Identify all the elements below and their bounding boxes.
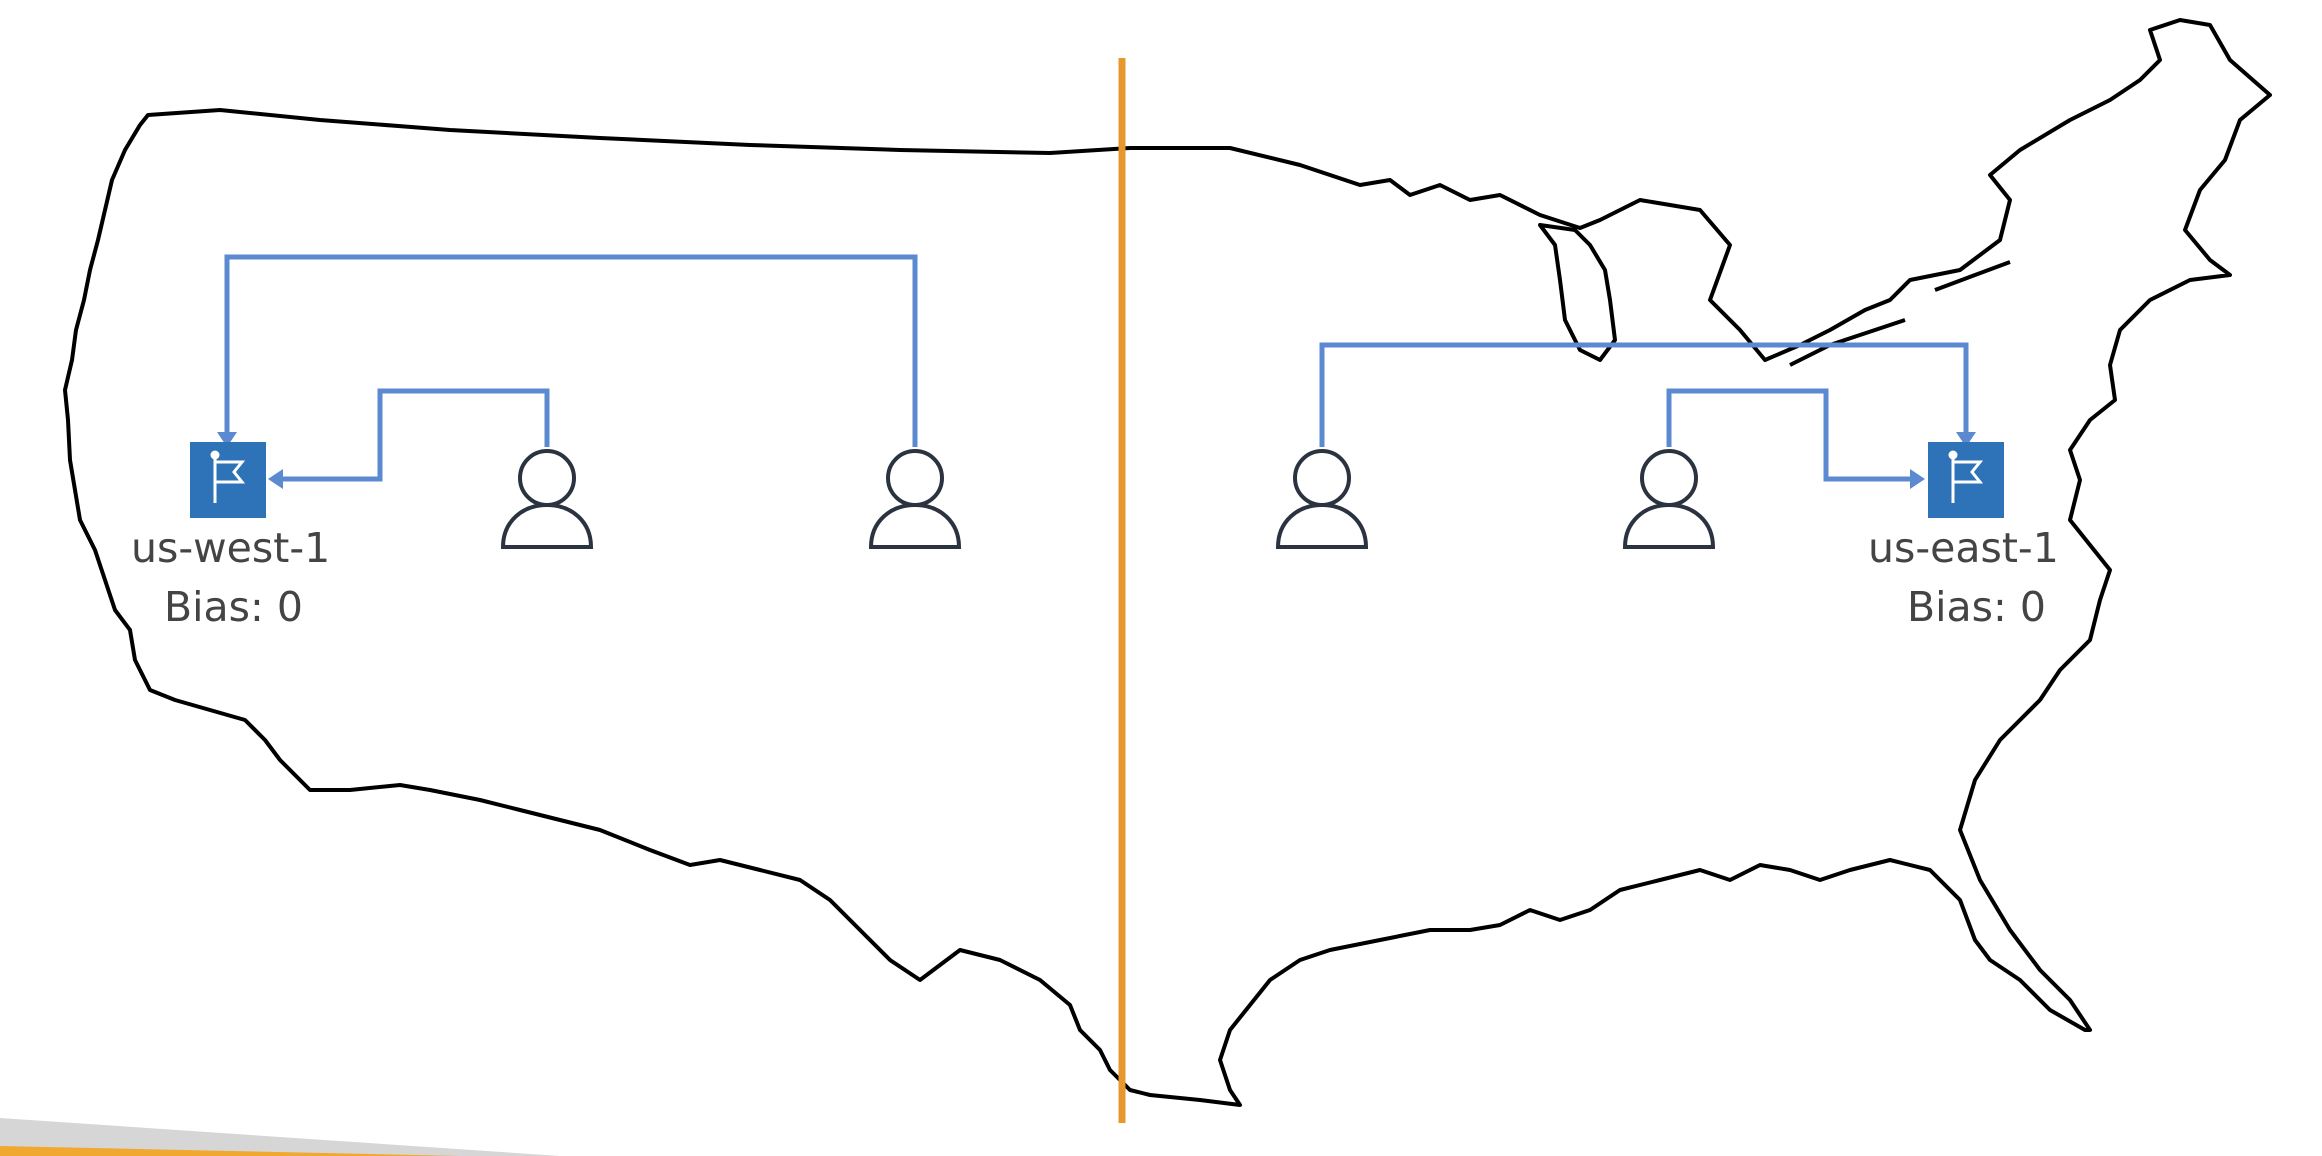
arrowhead	[1956, 432, 1976, 447]
user-icon	[868, 449, 962, 549]
flag-icon	[210, 450, 246, 503]
connector-west-far	[224, 254, 918, 447]
us-west-1-label: us-west-1	[131, 524, 331, 572]
lake-michigan	[1538, 223, 1617, 362]
arrowhead	[1910, 469, 1925, 489]
lake-erie	[1789, 318, 1906, 367]
us-west-1-bias: Bias: 0	[164, 583, 303, 631]
us-east-1-label: us-east-1	[1868, 524, 2059, 572]
us-west-1-endpoint	[190, 442, 266, 518]
connector-east-far	[1319, 342, 1969, 447]
user-icon	[1275, 449, 1369, 549]
user-icon	[1622, 449, 1716, 549]
flag-icon	[1948, 450, 1984, 503]
lake-ontario	[1934, 260, 2011, 292]
arrowhead	[217, 432, 237, 447]
connector-west-near	[283, 388, 550, 482]
us-east-1-endpoint	[1928, 442, 2004, 518]
arrowhead	[268, 469, 283, 489]
connector-east-near	[1666, 388, 1910, 482]
footer-gray-band	[0, 1118, 560, 1156]
us-map-outline	[63, 18, 2272, 1107]
user-icon	[500, 449, 594, 549]
footer-accent-band	[0, 1146, 460, 1156]
us-east-1-bias: Bias: 0	[1907, 583, 2046, 631]
